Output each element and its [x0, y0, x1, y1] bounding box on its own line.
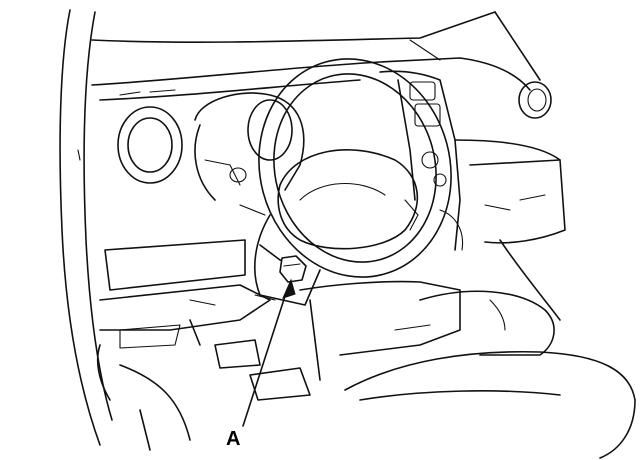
pedals	[189, 319, 311, 401]
passenger-seat	[344, 290, 636, 459]
callout-a-label: A	[226, 428, 240, 450]
passenger-dashboard	[454, 139, 566, 321]
lower-dashboard	[96, 239, 276, 401]
steering-column	[239, 204, 321, 306]
callout-a-leader	[242, 278, 296, 427]
door-trim	[119, 364, 191, 451]
left-a-pillar	[59, 9, 113, 446]
left-air-vent	[117, 106, 183, 184]
right-air-vent	[518, 81, 552, 119]
center-console	[299, 280, 461, 381]
callout-a-component	[279, 255, 307, 283]
steering-wheel	[258, 58, 452, 278]
windshield-frame	[91, 11, 541, 81]
instrument-cluster	[194, 92, 305, 201]
dashboard-top	[91, 57, 531, 101]
